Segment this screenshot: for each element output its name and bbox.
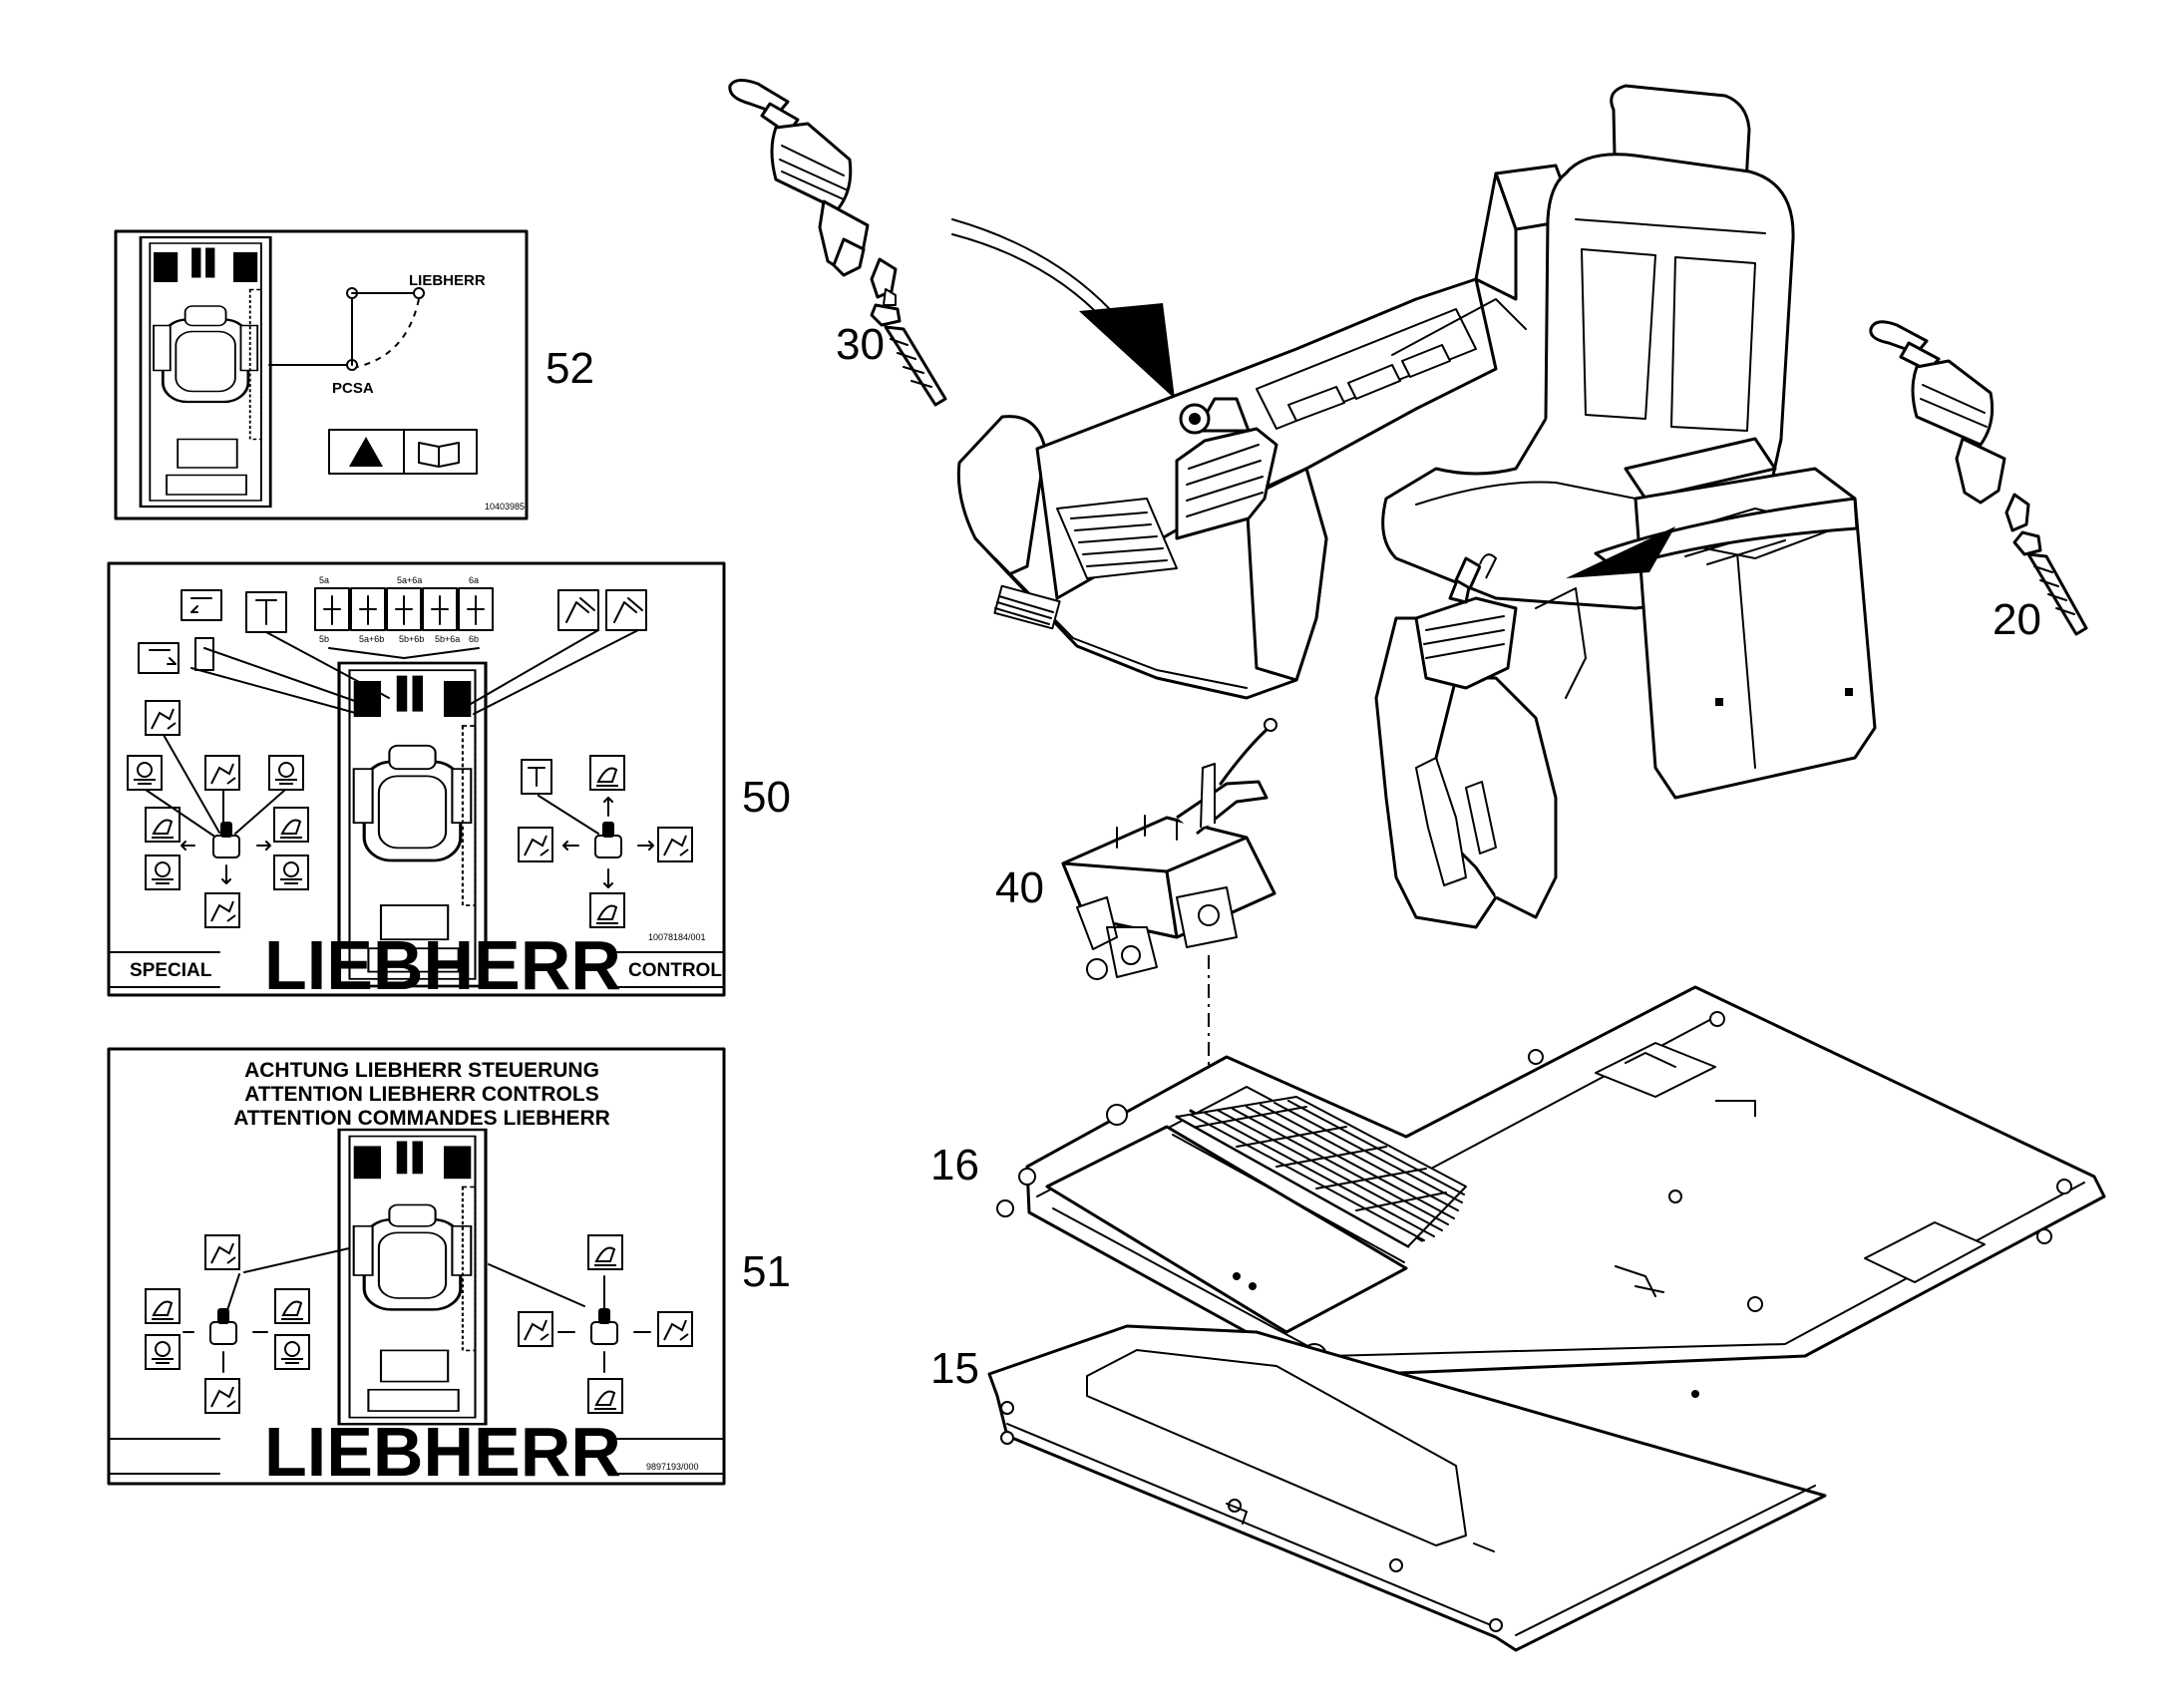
- floor-mat-grid: [1176, 1096, 1467, 1247]
- svg-text:5b+6b: 5b+6b: [399, 634, 424, 644]
- pcsa-mode-label: PCSA: [332, 380, 374, 397]
- cab-top-view: [139, 235, 272, 509]
- direction-arrow-icon: [1566, 526, 1675, 578]
- cab-top-view: [337, 1128, 488, 1426]
- svg-text:6b: 6b: [469, 634, 479, 644]
- base-plate: [987, 1324, 1827, 1652]
- decal-51: ACHTUNG LIEBHERR STEUERUNG ATTENTION LIE…: [107, 1047, 726, 1491]
- callout-40: 40: [995, 863, 1044, 912]
- joystick-left-assembly: [728, 79, 947, 407]
- callout-50: 50: [742, 773, 791, 822]
- cab-floor-plate: [996, 985, 2106, 1398]
- svg-text:5a+6a: 5a+6a: [397, 575, 422, 585]
- operator-console-and-seat: [956, 84, 1877, 929]
- svg-text:5a: 5a: [319, 575, 329, 585]
- right-armrest: [1624, 437, 1777, 501]
- manual-book-icon: [418, 442, 460, 468]
- left-armrest: [956, 415, 1047, 576]
- svg-text:5a+6b: 5a+6b: [359, 634, 384, 644]
- left-joystick-pattern: [127, 700, 309, 928]
- decal-52-part-no: 10403985: [485, 502, 525, 512]
- svg-text:5b: 5b: [319, 634, 329, 644]
- decal-51-part-no: 9897193/000: [646, 1462, 699, 1472]
- callout-16: 16: [930, 1141, 979, 1190]
- direction-arrow-icon: [1079, 303, 1175, 399]
- heading-line-2: ATTENTION LIEBHERR CONTROLS: [244, 1083, 598, 1106]
- heading-line-1: ACHTUNG LIEBHERR STEUERUNG: [244, 1059, 599, 1082]
- special-caption: SPECIAL: [130, 960, 212, 981]
- callout-20: 20: [1993, 595, 2041, 644]
- svg-text:6a: 6a: [469, 575, 479, 585]
- left-joystick-pattern: [145, 1234, 350, 1414]
- callout-30: 30: [836, 320, 885, 369]
- pilot-valve-block: [1061, 718, 1277, 1077]
- liebherr-logo: LIEBHERR: [264, 926, 621, 1004]
- console-vent: [993, 584, 1061, 630]
- svg-text:5b+6a: 5b+6a: [435, 634, 460, 644]
- switch-panel: [1056, 498, 1178, 579]
- decal-50-part-no: 10078184/001: [648, 932, 706, 942]
- right-joystick-pattern: [518, 755, 693, 928]
- callout-15: 15: [930, 1344, 979, 1393]
- right-joystick-pattern: [488, 1234, 693, 1414]
- warning-triangle-icon: [349, 437, 383, 467]
- callout-52: 52: [545, 344, 594, 393]
- liebherr-mode-label: LIEBHERR: [409, 272, 486, 289]
- heading-line-3: ATTENTION COMMANDES LIEBHERR: [233, 1107, 610, 1130]
- liebherr-logo: LIEBHERR: [264, 1413, 621, 1491]
- joystick-right-assembly: [1869, 320, 2088, 636]
- decal-52: LIEBHERR PCSA 10403985: [114, 229, 529, 520]
- function-icon-row: 5a 5a+6a 6a 5b 5a+6b 5b+6b 5b+6a 6b: [138, 575, 647, 715]
- callout-51: 51: [742, 1247, 791, 1296]
- control-caption: CONTROL: [628, 960, 722, 981]
- decal-50: 5a 5a+6a 6a 5b 5a+6b 5b+6b 5b+6a 6b: [107, 561, 726, 1004]
